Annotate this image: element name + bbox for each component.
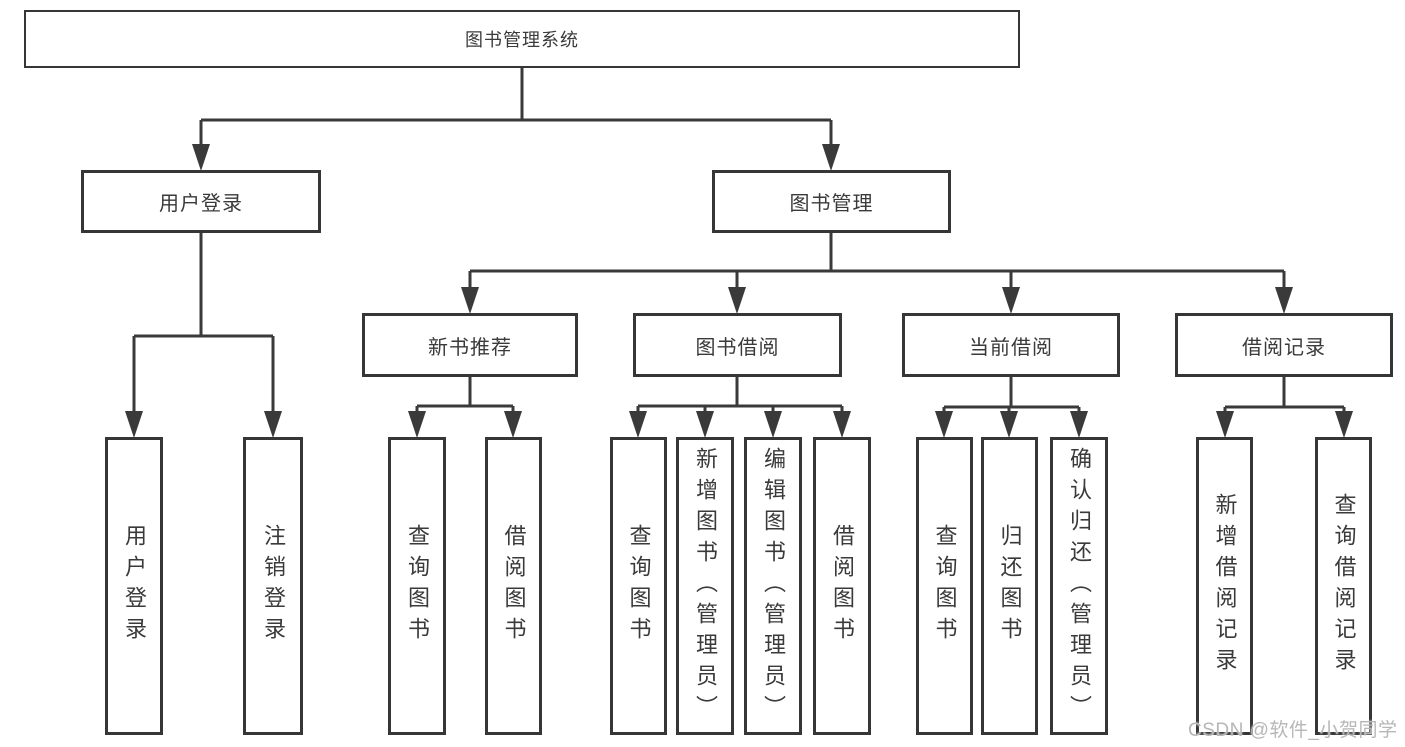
node-label: 图书借阅 <box>695 336 780 359</box>
node-current-borrowing: 当前借阅 <box>902 313 1120 377</box>
leaf-add-books-admin: 新增图书（管理员） <box>676 437 734 735</box>
leaf-label: 确认归还（管理员） <box>1067 446 1092 726</box>
leaf-user-login: 用户登录 <box>105 437 163 735</box>
leaf-label: 查询图书 <box>405 524 430 648</box>
node-library-management-system: 图书管理系统 <box>24 10 1020 68</box>
leaf-label: 查询图书 <box>626 524 652 648</box>
leaf-edit-books-admin: 编辑图书（管理员） <box>744 437 802 735</box>
leaf-query-books-current: 查询图书 <box>916 437 973 735</box>
node-label: 用户登录 <box>159 193 243 215</box>
node-book-borrowing: 图书借阅 <box>633 313 842 377</box>
node-book-management: 图书管理 <box>712 170 951 233</box>
node-label: 借阅记录 <box>1242 336 1326 359</box>
leaf-label: 新增图书（管理员） <box>693 446 718 726</box>
leaf-confirm-return-admin: 确认归还（管理员） <box>1050 437 1108 735</box>
leaf-borrow-books: 借阅图书 <box>813 437 871 735</box>
leaf-query-books-recommend: 查询图书 <box>388 437 446 735</box>
node-new-book-recommendation: 新书推荐 <box>362 313 578 377</box>
leaf-label: 借阅图书 <box>501 524 527 648</box>
leaf-return-books: 归还图书 <box>981 437 1038 735</box>
leaf-label: 用户登录 <box>122 524 147 648</box>
leaf-label: 查询图书 <box>932 524 958 648</box>
node-label: 图书管理 <box>789 193 874 215</box>
leaf-label: 新增借阅记录 <box>1212 493 1238 679</box>
leaf-borrow-books-recommend: 借阅图书 <box>485 437 542 735</box>
leaf-logout: 注销登录 <box>243 437 303 735</box>
leaf-label: 编辑图书（管理员） <box>761 446 786 726</box>
leaf-label: 归还图书 <box>997 524 1023 648</box>
leaf-label: 注销登录 <box>261 524 286 648</box>
leaf-label: 查询借阅记录 <box>1331 493 1357 679</box>
node-borrowing-records: 借阅记录 <box>1175 313 1393 377</box>
node-label: 图书管理系统 <box>465 30 579 50</box>
node-label: 新书推荐 <box>428 336 512 359</box>
node-user-login: 用户登录 <box>81 170 321 233</box>
leaf-query-borrow-record: 查询借阅记录 <box>1315 437 1372 735</box>
leaf-add-borrow-record: 新增借阅记录 <box>1196 437 1253 735</box>
leaf-query-books-borrow: 查询图书 <box>610 437 667 735</box>
leaf-label: 借阅图书 <box>830 524 855 648</box>
node-label: 当前借阅 <box>969 336 1053 359</box>
csdn-watermark: CSDN @软件_小贺同学 <box>1188 720 1398 741</box>
